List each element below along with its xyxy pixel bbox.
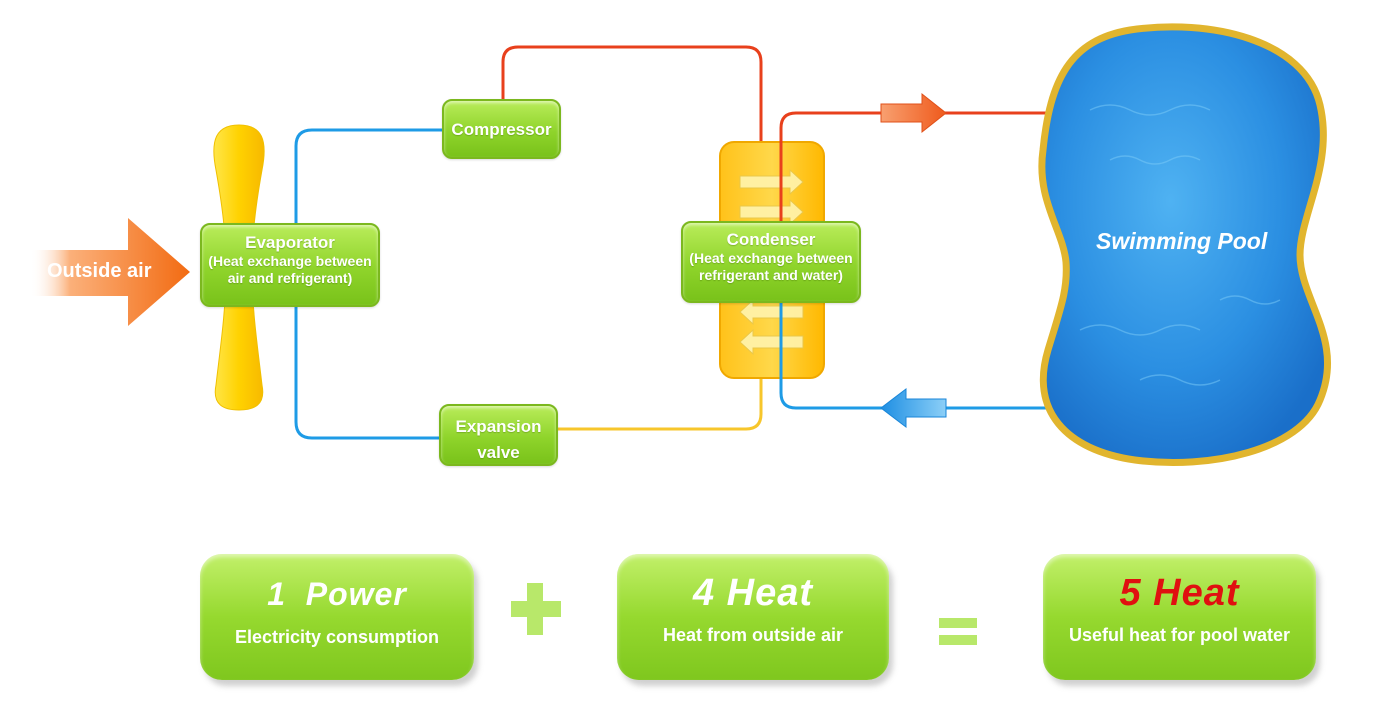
condenser-heat-arrows (739, 168, 804, 356)
heat-arrow-left (739, 298, 804, 326)
compressor-title: Compressor (451, 120, 552, 139)
water-line-cold (779, 300, 1062, 410)
power-caption: Electricity consumption (234, 627, 440, 647)
condenser-title: Condenser (726, 230, 816, 249)
plus-icon (511, 583, 561, 635)
useful-heat-value: 5 Heat (1119, 572, 1240, 614)
water-line-hot (779, 111, 1062, 240)
heat-from-air-value: 4 Heat (692, 572, 814, 614)
water-ripples (1079, 104, 1281, 386)
useful-heat-box: 5 Heat Useful heat for pool water (1043, 554, 1316, 680)
equals-icon (939, 618, 977, 645)
condenser-box: Condenser (Heat exchange between refrige… (681, 221, 861, 303)
swimming-pool-shape (1038, 23, 1332, 466)
expansion-valve-box: Expansion valve (439, 404, 558, 466)
cold-water-arrow (880, 387, 947, 429)
heat-arrow-right (739, 168, 804, 196)
swimming-pool-label: Swimming Pool (1096, 228, 1268, 254)
compressor-box: Compressor (442, 99, 561, 159)
evaporator-subtitle: (Heat exchange between air and refrigera… (208, 253, 372, 286)
condenser-subtitle: (Heat exchange between refrigerant and w… (689, 250, 853, 283)
power-box: 1 Power Electricity consumption (200, 554, 474, 680)
refrigerant-line-hot (501, 45, 763, 240)
evaporator-title: Evaporator (245, 233, 335, 252)
refrigerant-line-warm (558, 300, 763, 431)
power-value: 1 Power (267, 576, 407, 612)
heat-arrow-right (739, 198, 804, 226)
hot-water-arrow (880, 92, 947, 134)
heat-from-air-box: 4 Heat Heat from outside air (617, 554, 889, 680)
outside-air-arrow (30, 218, 190, 326)
heat-arrow-left (739, 328, 804, 356)
expansion-valve-title: Expansion valve (455, 417, 542, 462)
heat-from-air-caption: Heat from outside air (662, 625, 844, 645)
evaporator-box: Evaporator (Heat exchange between air an… (200, 223, 380, 307)
outside-air-label: Outside air (47, 260, 152, 282)
useful-heat-caption: Useful heat for pool water (1068, 625, 1291, 645)
